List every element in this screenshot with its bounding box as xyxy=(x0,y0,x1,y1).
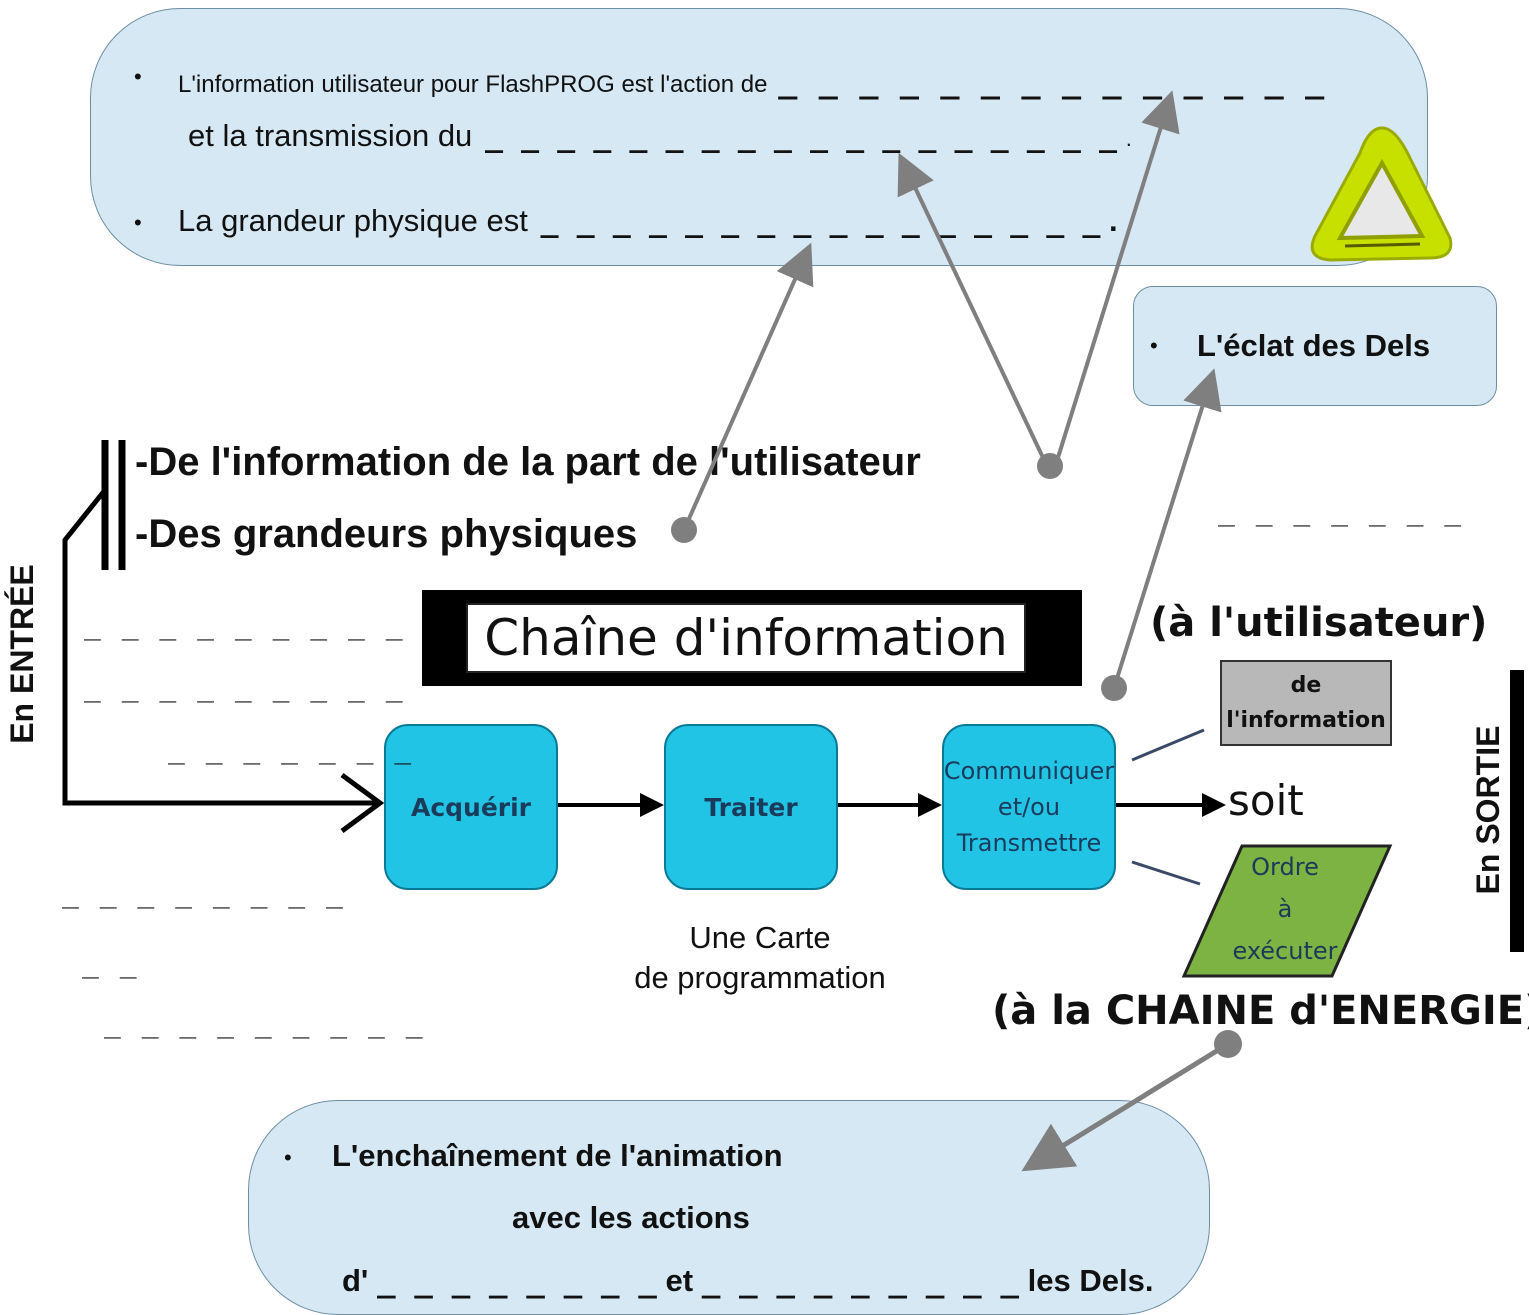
info-box-l2: l'information xyxy=(1226,708,1386,733)
top-line1-text: L'information utilisateur pour FlashPROG… xyxy=(178,71,768,98)
blank-left-2: _ _ _ _ _ _ _ _ _ xyxy=(84,670,405,703)
top-line3-end: . xyxy=(1109,203,1118,238)
node-traiter: Traiter xyxy=(664,724,838,890)
info-box-l1: de xyxy=(1290,672,1322,698)
node-communiquer-l1: Communiquer xyxy=(943,757,1115,785)
soit-label: soit xyxy=(1228,776,1304,825)
node-communiquer-l2: et/ou xyxy=(997,793,1061,821)
bottom-line2: avec les actions xyxy=(512,1200,750,1235)
bullet-dot: • xyxy=(134,64,142,89)
top-line3-text: La grandeur physique est xyxy=(178,203,528,238)
pointer-physical-to-grandeur xyxy=(682,242,814,531)
carte-label: Une Carte de programmation xyxy=(600,918,920,998)
ordre-l2: à xyxy=(1277,895,1293,923)
ordre-box xyxy=(1181,844,1393,978)
bottom-line1: L'enchaînement de l'animation xyxy=(332,1138,783,1173)
carte-line1: Une Carte xyxy=(689,920,831,955)
ordre-l1: Ordre xyxy=(1251,853,1319,881)
pointer-dot-energie xyxy=(1214,1030,1242,1058)
chain-title: Chaîne d'information xyxy=(484,609,1008,667)
info-box: de l'information xyxy=(1220,660,1392,746)
top-line3-blank: _ _ _ _ _ _ _ _ _ _ _ _ _ _ _ _ xyxy=(540,204,1101,239)
flashprog-logo-icon xyxy=(1310,126,1453,262)
sortie-black-bar xyxy=(1510,670,1524,952)
node-communiquer-l3: Transmettre xyxy=(956,829,1102,857)
input-user-info: -De l'information de la part de l'utilis… xyxy=(135,440,921,484)
link-to-info-box xyxy=(1131,728,1205,762)
ordre-l3: exécuter xyxy=(1232,937,1338,965)
carte-line2: de programmation xyxy=(634,960,886,995)
bullet-dot: • xyxy=(284,1145,292,1170)
top-info-bubble xyxy=(90,8,1428,266)
top-line2-text: et la transmission du xyxy=(188,118,473,153)
pointer-info-to-dels xyxy=(1112,368,1222,689)
bottom-line3-blank2: _ _ _ _ _ _ _ _ _ xyxy=(701,1263,1020,1299)
pointer-user-to-action xyxy=(1054,90,1180,465)
bottom-line3-blank1: _ _ _ _ _ _ _ _ xyxy=(376,1263,657,1299)
blank-left-5: _ _ xyxy=(82,946,139,979)
bottom-line3-suffix: les Dels. xyxy=(1027,1263,1154,1298)
pointer-dot-info xyxy=(1101,675,1127,701)
pointer-dot-user xyxy=(1037,453,1063,479)
top-line2-blank: _ _ _ _ _ _ _ _ _ _ _ _ _ _ _ _ _ _ xyxy=(484,119,1118,154)
node-communiquer: Communiquer et/ou Transmettre xyxy=(942,724,1116,890)
title-inner: Chaîne d'information xyxy=(466,603,1026,673)
input-flow-arrowhead xyxy=(340,772,385,834)
node-acquerir: Acquérir xyxy=(384,724,558,890)
top-line1: L'information utilisateur pour FlashPROG… xyxy=(178,62,1325,100)
pointer-energie-to-animation xyxy=(1021,1041,1230,1172)
bullet-dot: • xyxy=(1150,333,1158,358)
top-line2: et la transmission du _ _ _ _ _ _ _ _ _ … xyxy=(188,118,1132,154)
bottom-line3-mid: et xyxy=(665,1263,694,1298)
blank-right-top: _ _ _ _ _ _ _ xyxy=(1218,494,1464,527)
top-line2-end: . xyxy=(1125,126,1132,151)
bottom-line3-prefix: d' xyxy=(342,1263,369,1298)
bullet-dot: • xyxy=(134,210,142,235)
top-line1-blank: _ _ _ _ _ _ _ _ _ _ _ _ _ _ xyxy=(778,62,1326,100)
input-flow-line xyxy=(62,488,378,806)
blank-left-4: _ _ _ _ _ _ _ _ xyxy=(62,876,345,909)
link-to-ordre-box xyxy=(1131,860,1201,886)
output-user: (à l'utilisateur) xyxy=(1150,600,1488,646)
pointer-dot-physical xyxy=(671,517,697,543)
input-physical: -Des grandeurs physiques xyxy=(135,512,638,556)
output-energie: (à la CHAINE d'ENERGIE) xyxy=(992,988,1529,1034)
right-bubble-text: L'éclat des Dels xyxy=(1197,328,1431,363)
ordre-text: Ordre à exécuter xyxy=(1200,846,1370,972)
bottom-line3: d' _ _ _ _ _ _ _ _ et _ _ _ _ _ _ _ _ _ … xyxy=(342,1263,1153,1299)
blank-left-1: _ _ _ _ _ _ _ _ _ xyxy=(84,608,405,641)
top-line3: La grandeur physique est _ _ _ _ _ _ _ _… xyxy=(178,203,1118,239)
blank-left-6: _ _ _ _ _ _ _ _ _ xyxy=(104,1006,425,1039)
pointer-user-to-transmission xyxy=(897,152,1048,465)
blank-left-3: _ _ _ _ _ _ _ xyxy=(168,732,414,765)
